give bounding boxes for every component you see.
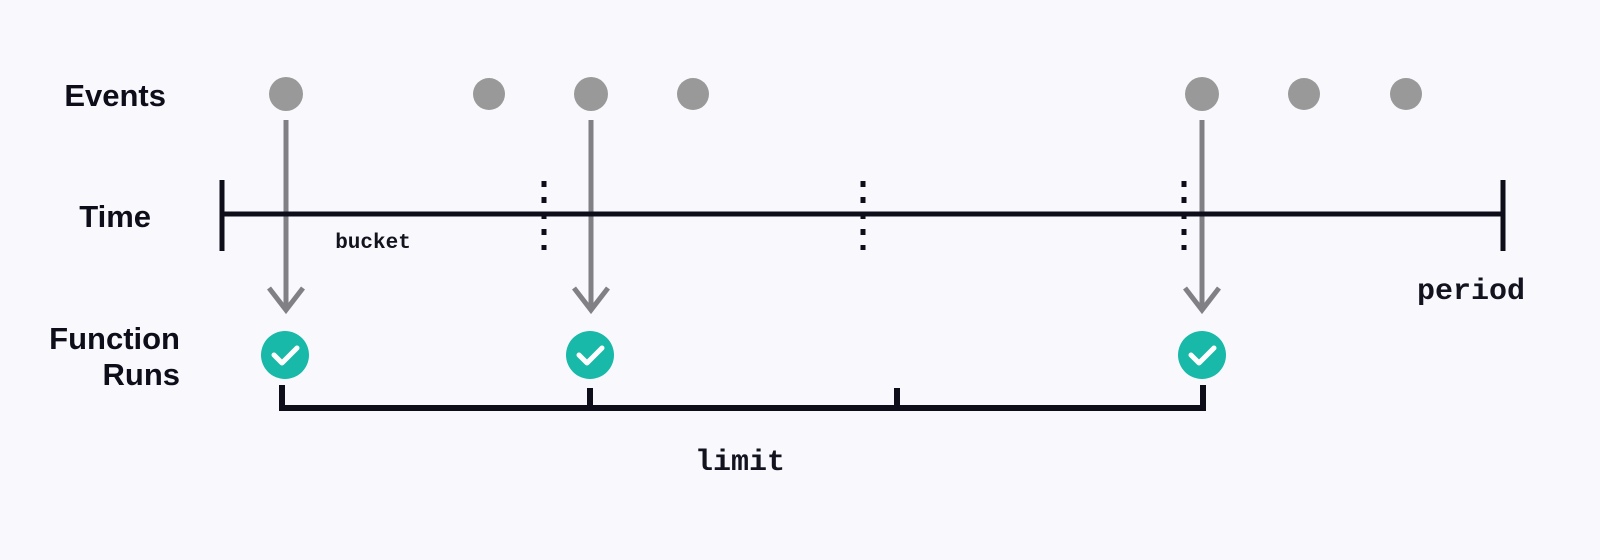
function-runs-row-label-line1: Function bbox=[49, 321, 180, 356]
function-run-group bbox=[261, 331, 1226, 379]
event-dot-group bbox=[269, 77, 1422, 111]
period-label: period bbox=[1417, 275, 1525, 309]
time-axis bbox=[219, 180, 1506, 251]
check-icon bbox=[576, 345, 605, 366]
event-dot bbox=[1390, 78, 1422, 110]
function-run-success bbox=[261, 331, 309, 379]
function-runs-row-label-line2: Runs bbox=[103, 357, 181, 392]
event-dot bbox=[269, 77, 303, 111]
run-status-circle bbox=[566, 331, 614, 379]
bucket-label: bucket bbox=[335, 232, 411, 255]
event-dot bbox=[1185, 77, 1219, 111]
check-icon bbox=[1188, 345, 1217, 366]
events-row-label: Events bbox=[64, 78, 166, 113]
trigger-arrow-head bbox=[267, 286, 305, 315]
time-row-label: Time bbox=[79, 199, 151, 234]
run-status-circle bbox=[1178, 331, 1226, 379]
event-dot bbox=[473, 78, 505, 110]
limit-label: limit bbox=[695, 446, 785, 480]
trigger-arrow-head bbox=[572, 286, 610, 315]
event-dot bbox=[677, 78, 709, 110]
run-status-circle bbox=[261, 331, 309, 379]
function-run-success bbox=[566, 331, 614, 379]
limit-bracket bbox=[279, 385, 1206, 411]
limit-bracket-path bbox=[279, 385, 1206, 411]
check-icon bbox=[271, 345, 300, 366]
function-run-success bbox=[1178, 331, 1226, 379]
event-dot bbox=[1288, 78, 1320, 110]
event-dot bbox=[574, 77, 608, 111]
trigger-arrow-head bbox=[1183, 286, 1221, 315]
